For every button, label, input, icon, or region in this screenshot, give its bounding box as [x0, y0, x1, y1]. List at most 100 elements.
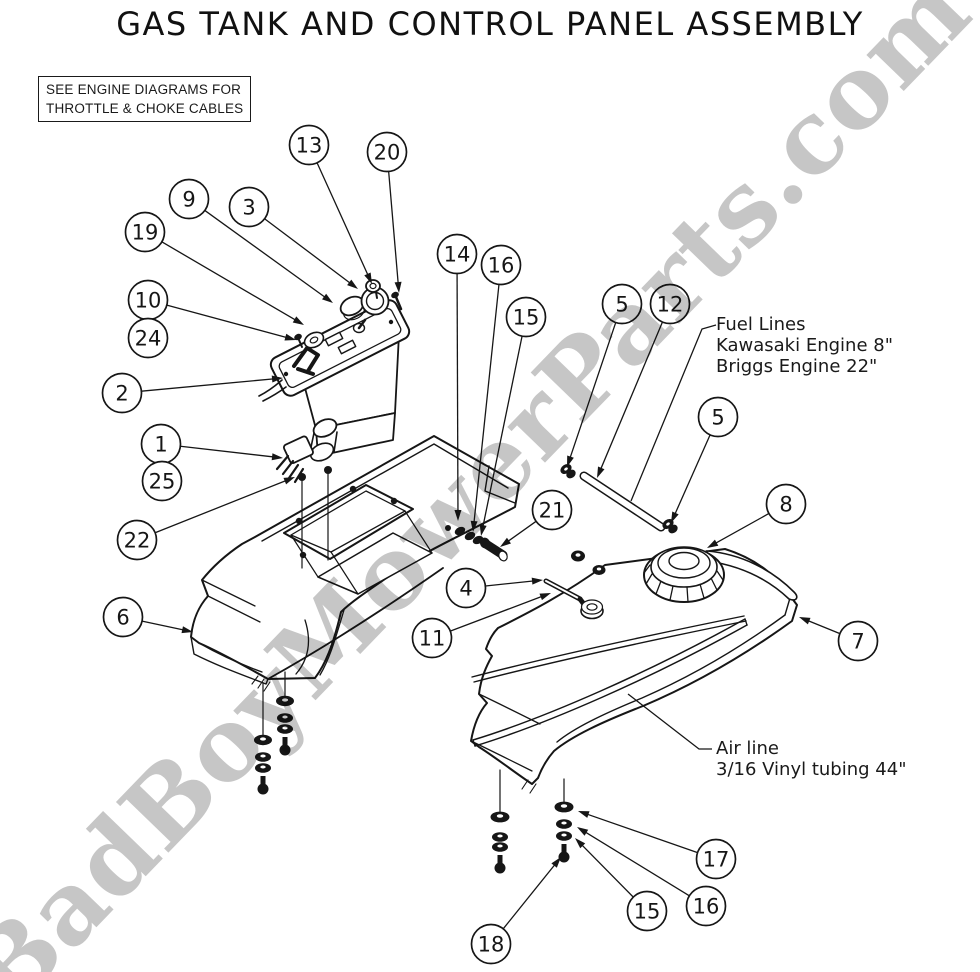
callout-number: 19: [132, 221, 159, 245]
callout-circle[interactable]: [626, 890, 668, 932]
callout-14[interactable]: 14: [436, 233, 478, 522]
callout-18[interactable]: 18: [470, 857, 562, 965]
callout-7[interactable]: 7: [799, 617, 879, 662]
gas-cap-drawing: [643, 546, 798, 603]
connector-drawing: [275, 418, 338, 484]
callout-arrowhead: [799, 617, 811, 625]
callout-circle[interactable]: [685, 885, 727, 927]
callout-arrowhead: [454, 509, 462, 521]
callout-19[interactable]: 19: [124, 211, 305, 326]
callout-arrowhead: [597, 466, 605, 478]
callout-circle[interactable]: [116, 519, 158, 561]
callout-circle[interactable]: [445, 567, 487, 609]
callout-20[interactable]: 20: [366, 131, 408, 294]
callout-circle[interactable]: [531, 489, 573, 531]
callout-circle[interactable]: [411, 617, 453, 659]
callout-circle[interactable]: [101, 372, 143, 414]
callout-arrowhead: [181, 626, 193, 634]
callout-number: 8: [779, 493, 792, 517]
callout-number: 24: [135, 327, 162, 351]
callout-circle[interactable]: [649, 283, 691, 325]
callout-11[interactable]: 11: [411, 593, 552, 659]
callout-leader-line: [472, 284, 500, 529]
callout-2[interactable]: 2: [101, 372, 284, 414]
fuel-line-drawing: [560, 463, 678, 534]
callout-arrowhead: [578, 811, 590, 818]
callout-arrowhead: [567, 455, 574, 467]
note-line-2: THROTTLE & CHOKE CABLES: [46, 101, 244, 117]
callout-3[interactable]: 3: [228, 186, 359, 290]
callout-5[interactable]: 5: [671, 396, 739, 524]
callout-circle[interactable]: [102, 596, 144, 638]
callout-22[interactable]: 22: [116, 477, 296, 561]
callout-12[interactable]: 12: [597, 283, 691, 479]
callout-arrowhead: [551, 857, 561, 868]
console-housing-drawing: [190, 435, 520, 692]
callout-circle[interactable]: [765, 483, 807, 525]
callout-6[interactable]: 6: [102, 596, 194, 638]
callout-leader-line: [161, 241, 301, 324]
callout-17[interactable]: 17: [578, 811, 737, 880]
callout-circle[interactable]: [436, 233, 478, 275]
callout-4[interactable]: 4: [445, 567, 544, 609]
callout-number: 4: [459, 577, 472, 601]
callout-circle[interactable]: [127, 317, 169, 359]
callout-circle[interactable]: [228, 186, 270, 228]
callout-circle[interactable]: [480, 244, 522, 286]
callout-leader-line: [264, 218, 356, 288]
callout-circle[interactable]: [141, 460, 183, 502]
callout-circle[interactable]: [470, 923, 512, 965]
callout-arrowhead: [271, 453, 283, 461]
callout-leader-line: [481, 335, 523, 533]
callout-number: 15: [634, 900, 661, 924]
callout-1[interactable]: 1: [140, 423, 284, 465]
air-line-fitting-drawing: [543, 550, 606, 620]
callout-circle[interactable]: [124, 211, 166, 253]
callout-25[interactable]: 25: [141, 460, 183, 502]
callout-leader-line: [577, 840, 634, 898]
callout-circle[interactable]: [837, 620, 879, 662]
callout-13[interactable]: 13: [288, 124, 373, 285]
engine-diagrams-note: SEE ENGINE DIAGRAMS FOR THROTTLE & CHOKE…: [38, 76, 252, 123]
console-mount-hardware-drawing: [445, 525, 508, 562]
callout-circle[interactable]: [288, 124, 330, 166]
callout-arrowhead: [364, 272, 372, 284]
callout-circle[interactable]: [505, 296, 547, 338]
callout-15[interactable]: 15: [575, 838, 668, 932]
callout-arrowhead: [470, 520, 478, 532]
callout-circle[interactable]: [168, 178, 210, 220]
callout-arrowhead: [284, 333, 296, 341]
page-title: GAS TANK AND CONTROL PANEL ASSEMBLY: [116, 5, 864, 43]
callout-16[interactable]: 16: [577, 827, 727, 927]
callout-circle[interactable]: [697, 396, 739, 438]
callout-15[interactable]: 15: [479, 296, 547, 537]
callout-leader-line: [154, 477, 292, 534]
callout-leader-line: [141, 377, 280, 392]
callout-number: 1: [154, 433, 167, 457]
callout-leader-line: [316, 162, 371, 281]
callout-24[interactable]: 24: [127, 317, 169, 359]
callout-leader-line: [204, 209, 331, 302]
callout-9[interactable]: 9: [168, 178, 334, 304]
air-line-tubing: 3/16 Vinyl tubing 44": [716, 759, 907, 780]
callout-circle[interactable]: [695, 838, 737, 880]
callout-10[interactable]: 10: [127, 279, 297, 341]
callout-number: 5: [711, 406, 724, 430]
callout-21[interactable]: 21: [500, 489, 573, 548]
callout-number: 21: [539, 499, 566, 523]
mount-hardware-stacks-drawing: [254, 671, 574, 874]
callout-16[interactable]: 16: [470, 244, 522, 533]
gas-tank-drawing: [470, 548, 798, 794]
callout-number: 16: [488, 254, 515, 278]
callout-arrowhead: [394, 281, 402, 293]
callout-number: 6: [116, 606, 129, 630]
callout-leader-line: [710, 512, 770, 547]
callout-leader-line: [672, 434, 711, 520]
callout-arrowhead: [347, 279, 358, 289]
callout-8[interactable]: 8: [707, 483, 807, 549]
callout-circle[interactable]: [366, 131, 408, 173]
callout-circle[interactable]: [601, 283, 643, 325]
fuel-lines-briggs: Briggs Engine 22": [716, 356, 878, 377]
callout-5[interactable]: 5: [567, 283, 643, 468]
